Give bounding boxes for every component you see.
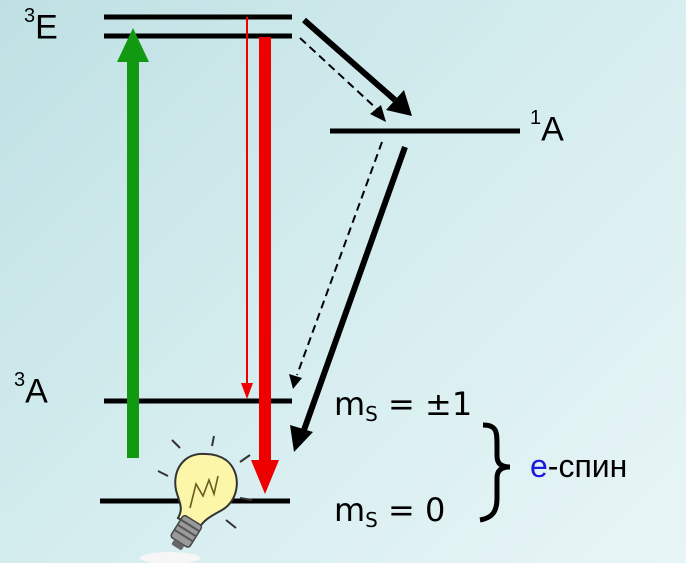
brace-icon bbox=[479, 422, 511, 523]
isc-arrow-dashed bbox=[299, 37, 386, 122]
isc-arrow-solid bbox=[302, 17, 412, 116]
electron-spin-label: e-спин bbox=[530, 448, 628, 484]
emission-arrow-thin bbox=[241, 17, 253, 399]
level-label-3A: 3A bbox=[14, 369, 48, 411]
decay-arrow-solid bbox=[290, 145, 408, 452]
excitation-arrow bbox=[117, 28, 149, 458]
level-label-3E: 3E bbox=[24, 5, 58, 47]
sublevel-label-ms-0: mS = 0 bbox=[334, 491, 446, 532]
sublevel-label-ms-pm1: mS = ±1 bbox=[334, 385, 473, 426]
light-bulb-icon bbox=[140, 435, 253, 563]
emission-arrow-thick bbox=[251, 37, 279, 494]
decay-arrow-dashed bbox=[289, 141, 383, 389]
level-label-1A: 1A bbox=[530, 107, 564, 149]
